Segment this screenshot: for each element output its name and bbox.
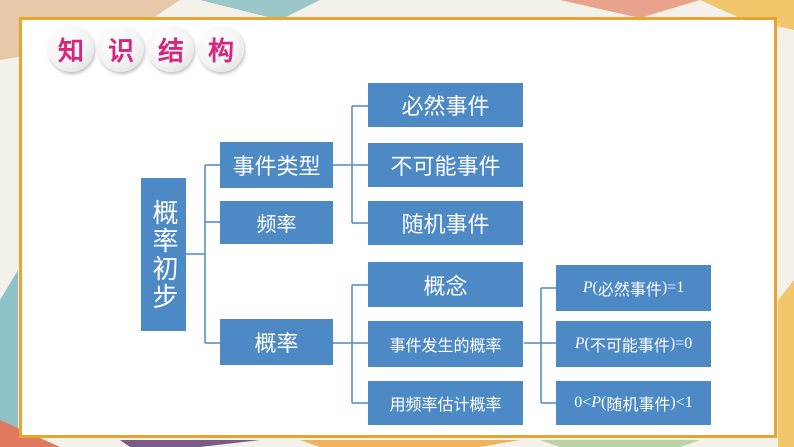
- title-char-4: 构: [198, 26, 244, 72]
- p-impossible-symbol: P: [574, 335, 585, 352]
- p-random-symbol: P: [591, 394, 602, 411]
- p-certain-close: )=1: [661, 279, 685, 296]
- node-event-types-label: 事件类型: [232, 155, 321, 180]
- node-event-types: 事件类型: [220, 142, 333, 188]
- p-certain-open: (: [592, 279, 598, 296]
- p-impossible-open: (: [584, 335, 590, 352]
- node-random-event: 随机事件: [368, 201, 523, 245]
- node-certain-event: 必然事件: [368, 83, 523, 127]
- title-char-2: 识: [98, 26, 144, 72]
- node-certain-event-label: 必然事件: [401, 95, 490, 120]
- node-event-probability: 事件发生的概率: [368, 321, 523, 367]
- node-probability: 概率: [220, 319, 333, 365]
- p-impossible-event: 不可能事件: [589, 336, 670, 355]
- title-char-1: 知: [48, 26, 94, 72]
- node-probability-label: 概率: [254, 332, 299, 357]
- node-concept-label: 概念: [423, 274, 468, 300]
- p-certain-symbol: P: [582, 279, 593, 296]
- node-frequency-label: 频率: [256, 212, 297, 236]
- section-title: 知 识 结 构: [48, 26, 244, 72]
- node-p-impossible: P(不可能事件)=0: [556, 321, 711, 367]
- p-impossible-close: )=0: [669, 335, 693, 352]
- node-p-random: 0<P(随机事件)<1: [556, 381, 711, 425]
- p-random-event: 随机事件: [606, 395, 671, 414]
- node-estimate-by-frequency-label: 用频率估计概率: [389, 395, 502, 414]
- node-estimate-by-frequency: 用频率估计概率: [368, 381, 523, 425]
- p-random-close: )<1: [670, 394, 693, 411]
- node-random-event-label: 随机事件: [401, 213, 490, 238]
- root-node: 概率初步: [141, 178, 186, 331]
- node-event-probability-label: 事件发生的概率: [389, 336, 502, 355]
- node-p-certain: P(必然事件)=1: [556, 265, 711, 311]
- title-char-3: 结: [148, 26, 194, 72]
- p-random-open: (: [601, 394, 607, 411]
- node-concept: 概念: [368, 262, 523, 307]
- node-frequency: 频率: [220, 201, 333, 244]
- root-node-label: 概率初步: [148, 198, 178, 311]
- p-certain-event: 必然事件: [597, 280, 662, 299]
- node-impossible-event-label: 不可能事件: [390, 155, 501, 180]
- p-random-prefix: 0<: [574, 394, 592, 411]
- node-impossible-event: 不可能事件: [368, 143, 523, 187]
